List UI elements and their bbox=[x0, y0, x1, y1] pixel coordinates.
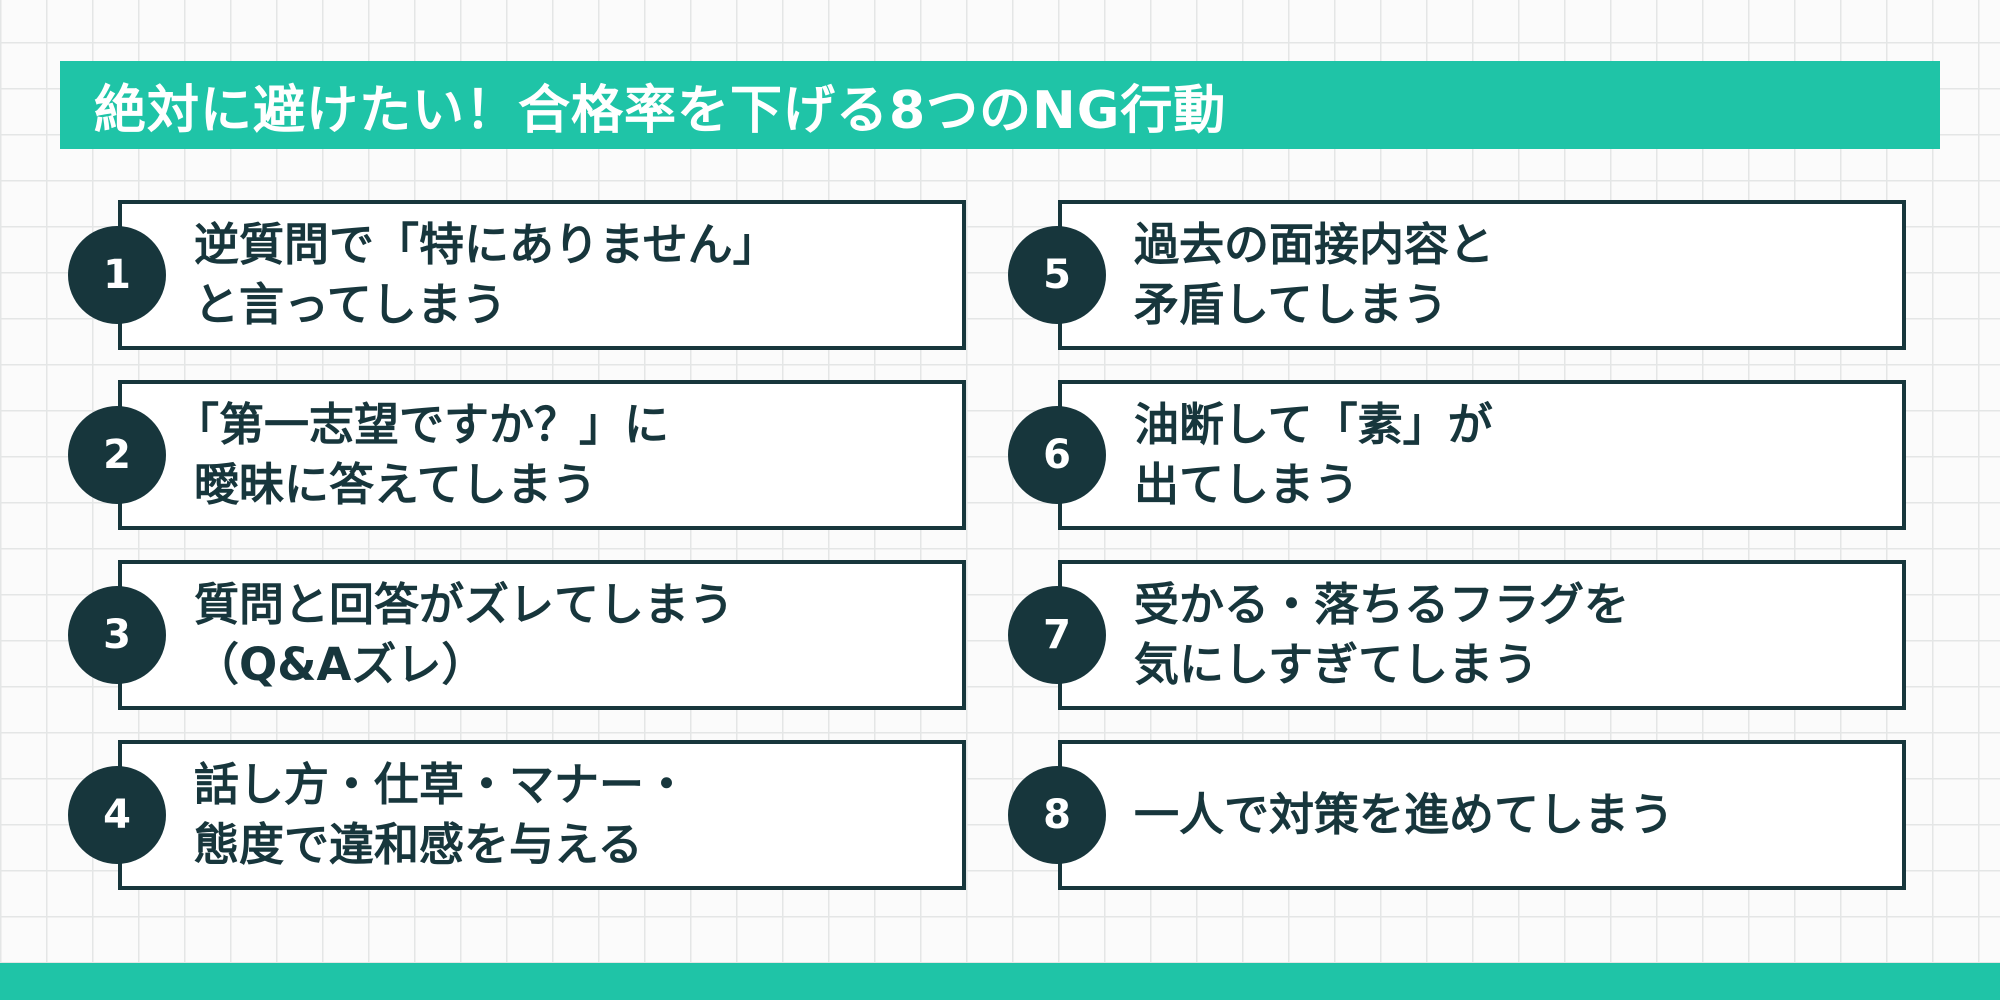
number-badge-4: 4 bbox=[68, 766, 166, 864]
ng-item-line2: 気にしすぎてしまう bbox=[1134, 638, 1539, 691]
footer-bar bbox=[0, 963, 2000, 1000]
ng-item-card-4: 話し方・仕草・マナー・ 態度で違和感を与える bbox=[118, 740, 966, 890]
ng-item-line1: 過去の面接内容と bbox=[1134, 218, 1495, 271]
number-badge-5: 5 bbox=[1008, 226, 1106, 324]
number-badge-8: 8 bbox=[1008, 766, 1106, 864]
ng-item-card-2: 「第一志望ですか？」に 曖昧に答えてしまう bbox=[118, 380, 966, 530]
ng-item-card-7: 受かる・落ちるフラグを 気にしすぎてしまう bbox=[1058, 560, 1906, 710]
ng-item-line2: 矛盾してしまう bbox=[1134, 278, 1448, 331]
ng-item-text: 質問と回答がズレてしまう （Q&Aズレ） bbox=[194, 564, 942, 706]
ng-item-line2: 態度で違和感を与える bbox=[194, 818, 643, 871]
ng-item-line1: 受かる・落ちるフラグを bbox=[1134, 578, 1630, 631]
ng-item-card-1: 逆質問で「特にありません」 と言ってしまう bbox=[118, 200, 966, 350]
ng-item-line1: 一人で対策を進めてしまう bbox=[1134, 788, 1675, 841]
number-badge-7: 7 bbox=[1008, 586, 1106, 684]
ng-item-text: 「第一志望ですか？」に 曖昧に答えてしまう bbox=[174, 384, 942, 526]
ng-item-line1: 「第一志望ですか？」に bbox=[174, 398, 670, 451]
number-badge-3: 3 bbox=[68, 586, 166, 684]
ng-item-text: 過去の面接内容と 矛盾してしまう bbox=[1134, 204, 1882, 346]
ng-item-line2: と言ってしまう bbox=[194, 278, 507, 331]
ng-item-line2: 出てしまう bbox=[1134, 458, 1360, 511]
ng-item-card-3: 質問と回答がズレてしまう （Q&Aズレ） bbox=[118, 560, 966, 710]
ng-item-card-5: 過去の面接内容と 矛盾してしまう bbox=[1058, 200, 1906, 350]
ng-item-text: 一人で対策を進めてしまう bbox=[1134, 744, 1882, 886]
ng-item-card-6: 油断して「素」が 出てしまう bbox=[1058, 380, 1906, 530]
number-badge-6: 6 bbox=[1008, 406, 1106, 504]
title-banner: 絶対に避けたい！合格率を下げる8つのNG行動 bbox=[60, 61, 1940, 149]
ng-item-text: 逆質問で「特にありません」 と言ってしまう bbox=[194, 204, 942, 346]
number-badge-2: 2 bbox=[68, 406, 166, 504]
ng-item-line2: 曖昧に答えてしまう bbox=[194, 458, 597, 511]
ng-item-text: 話し方・仕草・マナー・ 態度で違和感を与える bbox=[194, 744, 942, 886]
ng-item-line1: 逆質問で「特にありません」 bbox=[194, 218, 778, 271]
ng-item-text: 受かる・落ちるフラグを 気にしすぎてしまう bbox=[1134, 564, 1882, 706]
ng-item-line1: 油断して「素」が bbox=[1134, 398, 1493, 451]
ng-item-text: 油断して「素」が 出てしまう bbox=[1134, 384, 1882, 526]
page-title: 絶対に避けたい！合格率を下げる8つのNG行動 bbox=[94, 80, 1227, 141]
ng-item-line2: （Q&Aズレ） bbox=[194, 638, 487, 691]
ng-item-line1: 質問と回答がズレてしまう bbox=[194, 578, 735, 631]
ng-item-card-8: 一人で対策を進めてしまう bbox=[1058, 740, 1906, 890]
ng-item-line1: 話し方・仕草・マナー・ bbox=[194, 758, 690, 811]
number-badge-1: 1 bbox=[68, 226, 166, 324]
